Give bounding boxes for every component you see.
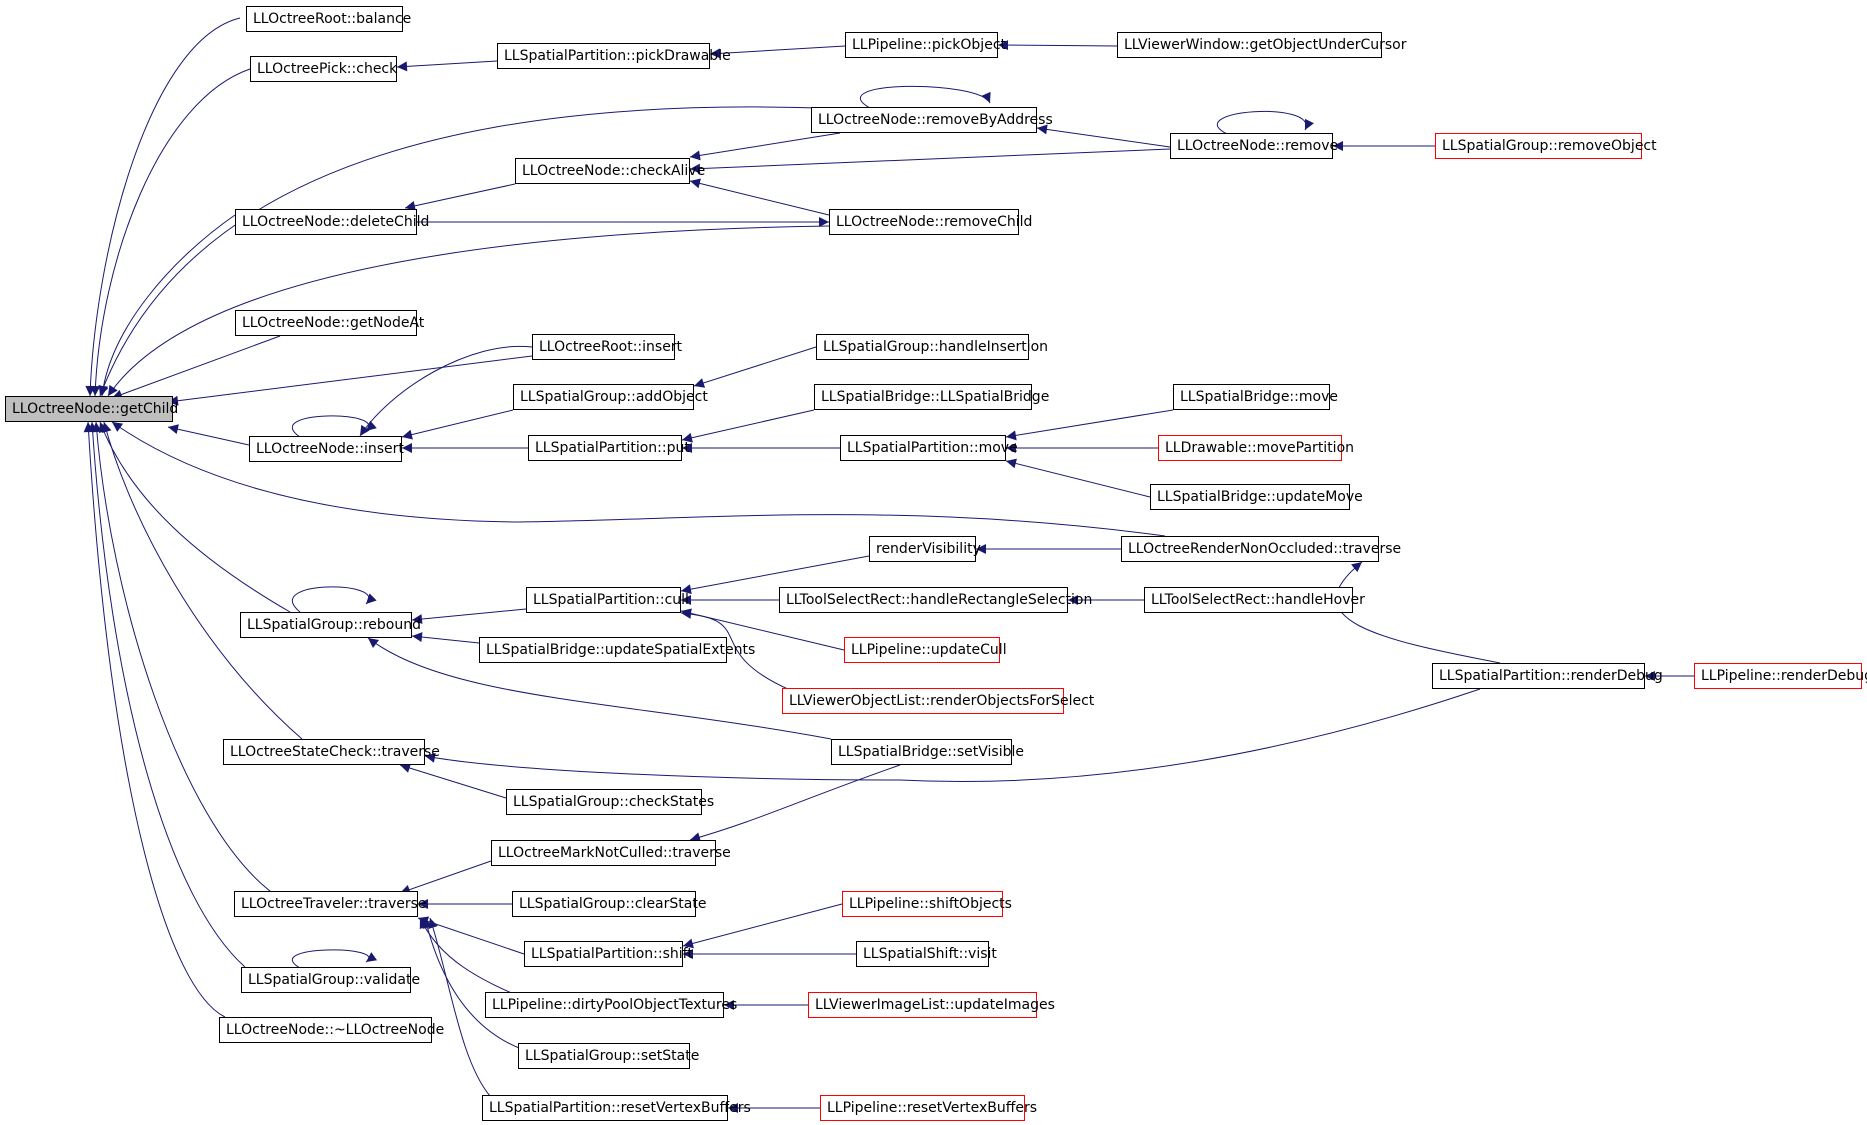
edge-resetvb-ot (428, 917, 491, 1097)
node-lloctreeroot-balance[interactable]: LLOctreeRoot::balance (246, 6, 411, 32)
edge-insert-getchild (167, 424, 250, 446)
node-lloctreemarknotculled-traverse[interactable]: LLOctreeMarkNotCulled::traverse (491, 840, 731, 866)
node-llspatialgroup-addobject[interactable]: LLSpatialGroup::addObject (513, 384, 708, 410)
edge-cull-rebound (411, 608, 527, 625)
edge-setvisible-rebound (367, 637, 832, 740)
edge-setvisible-omnc (689, 764, 901, 843)
node-lltoolselectrect-handlerectangleselection[interactable]: LLToolSelectRect::handleRectangleSelecti… (779, 587, 1092, 613)
node-lloctreeroot-insert[interactable]: LLOctreeRoot::insert (532, 334, 682, 360)
edge-check-getchild (90, 68, 251, 397)
node-lloctreetraveler-traverse[interactable]: LLOctreeTraveler::traverse (234, 891, 427, 917)
edge-insert-self (291, 415, 377, 438)
node-lloctreestatecheck-traverse[interactable]: LLOctreeStateCheck::traverse (223, 739, 440, 765)
node-llspatialbridge-move[interactable]: LLSpatialBridge::move (1173, 384, 1338, 410)
edge-removechild-getchild (107, 225, 830, 397)
node-llspatialpartition-pickdrawable[interactable]: LLSpatialPartition::pickDrawable (497, 43, 731, 69)
edge-sbmove-spmove (1005, 409, 1174, 441)
edge-checkstates-osc (399, 763, 507, 799)
edge-renderdebug-ornc (1336, 561, 1501, 664)
node-llspatialbridge-updatemove[interactable]: LLSpatialBridge::updateMove (1150, 484, 1363, 510)
edge-rendervisibility-cull (680, 555, 870, 595)
node-llviewerimagelist-updateimages[interactable]: LLViewerImageList::updateImages (808, 992, 1055, 1018)
edge-dirtypool-ot (419, 917, 529, 1001)
node-rendervisibility[interactable]: renderVisibility (869, 536, 981, 562)
node-llspatialbridge-updatespatialextents[interactable]: LLSpatialBridge::updateSpatialExtents (479, 637, 755, 663)
edge-setstate-ot (422, 917, 525, 1051)
node-lltoolselectrect-handlehover[interactable]: LLToolSelectRect::handleHover (1144, 587, 1365, 613)
edge-ot-getchild (91, 421, 271, 892)
node-llspatialgroup-rebound[interactable]: LLSpatialGroup::rebound (240, 612, 421, 638)
edge-omnc-ot (399, 860, 492, 895)
node-llspatialpartition-shift[interactable]: LLSpatialPartition::shift (524, 941, 693, 967)
edge-handleinsertion-addobject (693, 346, 817, 388)
edge-extents-rebound (411, 632, 480, 644)
edge-removebyaddress-getchild (98, 106, 821, 397)
node-llpipeline-pickobject[interactable]: LLPipeline::pickObject (845, 32, 1006, 58)
edge-remove-checkalive (689, 148, 1171, 174)
edge-getnodeat-getchild (111, 335, 281, 400)
node-lloctreenode-removechild[interactable]: LLOctreeNode::removeChild (829, 209, 1032, 235)
edge-updatemove-spmove (1005, 458, 1151, 498)
node-llpipeline-shiftobjects[interactable]: LLPipeline::shiftObjects (842, 891, 1012, 917)
node-llviewerobjectlist-renderobjectsforselect[interactable]: LLViewerObjectList::renderObjectsForSele… (782, 688, 1094, 714)
node-llspatialgroup-handleinsertion[interactable]: LLSpatialGroup::handleInsertion (816, 334, 1048, 360)
edge-removechild-checkalive (689, 178, 830, 216)
node-llviewerwindow-getobjectundercursor[interactable]: LLViewerWindow::getObjectUnderCursor (1117, 32, 1407, 58)
node-llspatialpartition-renderdebug[interactable]: LLSpatialPartition::renderDebug (1432, 663, 1663, 689)
edge-balance-getchild (85, 17, 241, 397)
node-lloctreenode-insert[interactable]: LLOctreeNode::insert (249, 436, 404, 462)
node-llspatialgroup-clearstate[interactable]: LLSpatialGroup::clearState (512, 891, 706, 917)
node-llpipeline-updatecull[interactable]: LLPipeline::updateCull (844, 637, 1007, 663)
node-lloctreenode-removebyaddress[interactable]: LLOctreeNode::removeByAddress (811, 107, 1053, 133)
edge-validate-getchild (87, 421, 246, 968)
node-lloctreenode-destructor[interactable]: LLOctreeNode::~LLOctreeNode (219, 1017, 444, 1043)
edge-ornc-getchild (111, 421, 1166, 537)
edge-shiftobjects-shift (682, 903, 843, 949)
edge-osc-getchild (101, 421, 303, 740)
node-lloctreepick-check[interactable]: LLOctreePick::check (250, 56, 397, 82)
node-llspatialbridge-llspatialbridge[interactable]: LLSpatialBridge::LLSpatialBridge (814, 384, 1049, 410)
node-lloctreenode-deletechild[interactable]: LLOctreeNode::deleteChild (235, 209, 429, 235)
node-lldrawable-movepartition[interactable]: LLDrawable::movePartition (1158, 435, 1354, 461)
node-llspatialbridge-setvisible[interactable]: LLSpatialBridge::setVisible (831, 739, 1024, 765)
edge-rootinsert-insert (359, 345, 533, 437)
edge-pickobject-pickdrawable (709, 45, 846, 59)
node-lloctreenode-remove[interactable]: LLOctreeNode::remove (1170, 133, 1338, 159)
node-llocteenode-getchild[interactable]: LLOctreeNode::getChild (5, 396, 178, 422)
node-llspatialpartition-put[interactable]: LLSpatialPartition::put (528, 435, 690, 461)
node-llpipeline-resetvertexbuffers[interactable]: LLPipeline::resetVertexBuffers (820, 1095, 1037, 1121)
edge-spdebug-osc (424, 688, 1481, 782)
edge-destructor-getchild (83, 421, 226, 1018)
edge-removebyaddress-self (859, 85, 991, 109)
edge-cursor-pickobject (997, 40, 1118, 51)
node-llspatialpartition-cull[interactable]: LLSpatialPartition::cull (526, 587, 689, 613)
node-lloctreerendernonoccluded-traverse[interactable]: LLOctreeRenderNonOccluded::traverse (1121, 536, 1401, 562)
edge-remove-removebyaddress (1036, 124, 1171, 148)
edge-validate-self (291, 949, 378, 969)
node-lloctreenode-getnodeat[interactable]: LLOctreeNode::getNodeAt (235, 310, 424, 336)
node-llspatialpartition-resetvertexbuffers[interactable]: LLSpatialPartition::resetVertexBuffers (482, 1095, 751, 1121)
edge-ctor-put (681, 409, 815, 443)
node-llspatialgroup-removeobject[interactable]: LLSpatialGroup::removeObject (1435, 133, 1657, 159)
node-lloctreenode-checkalive[interactable]: LLOctreeNode::checkAlive (515, 158, 705, 184)
edge-rebound-getchild (98, 421, 291, 613)
edge-checkalive-deletechild (404, 183, 516, 211)
node-llspatialshift-visit[interactable]: LLSpatialShift::visit (856, 941, 997, 967)
edge-renderobjects-cull (680, 608, 791, 691)
node-llpipeline-dirtypoolobjecttextures[interactable]: LLPipeline::dirtyPoolObjectTextures (485, 992, 737, 1018)
node-llspatialpartition-move[interactable]: LLSpatialPartition::move (840, 435, 1018, 461)
edge-pickdrawable-check (396, 60, 498, 72)
edge-addobject-insert (401, 409, 514, 440)
node-llspatialgroup-checkstates[interactable]: LLSpatialGroup::checkStates (506, 789, 714, 815)
node-llpipeline-renderdebug[interactable]: LLPipeline::renderDebug (1694, 663, 1867, 689)
edge-deletechild-getchild (98, 214, 236, 397)
edge-rootinsert-getchild (167, 355, 533, 406)
node-llspatialgroup-setstate[interactable]: LLSpatialGroup::setState (518, 1043, 699, 1069)
edge-remove-self (1216, 110, 1314, 135)
node-llspatialgroup-validate[interactable]: LLSpatialGroup::validate (241, 967, 420, 993)
edge-rebound-self (291, 586, 377, 613)
edge-removebyaddress-checkalive (689, 132, 841, 161)
